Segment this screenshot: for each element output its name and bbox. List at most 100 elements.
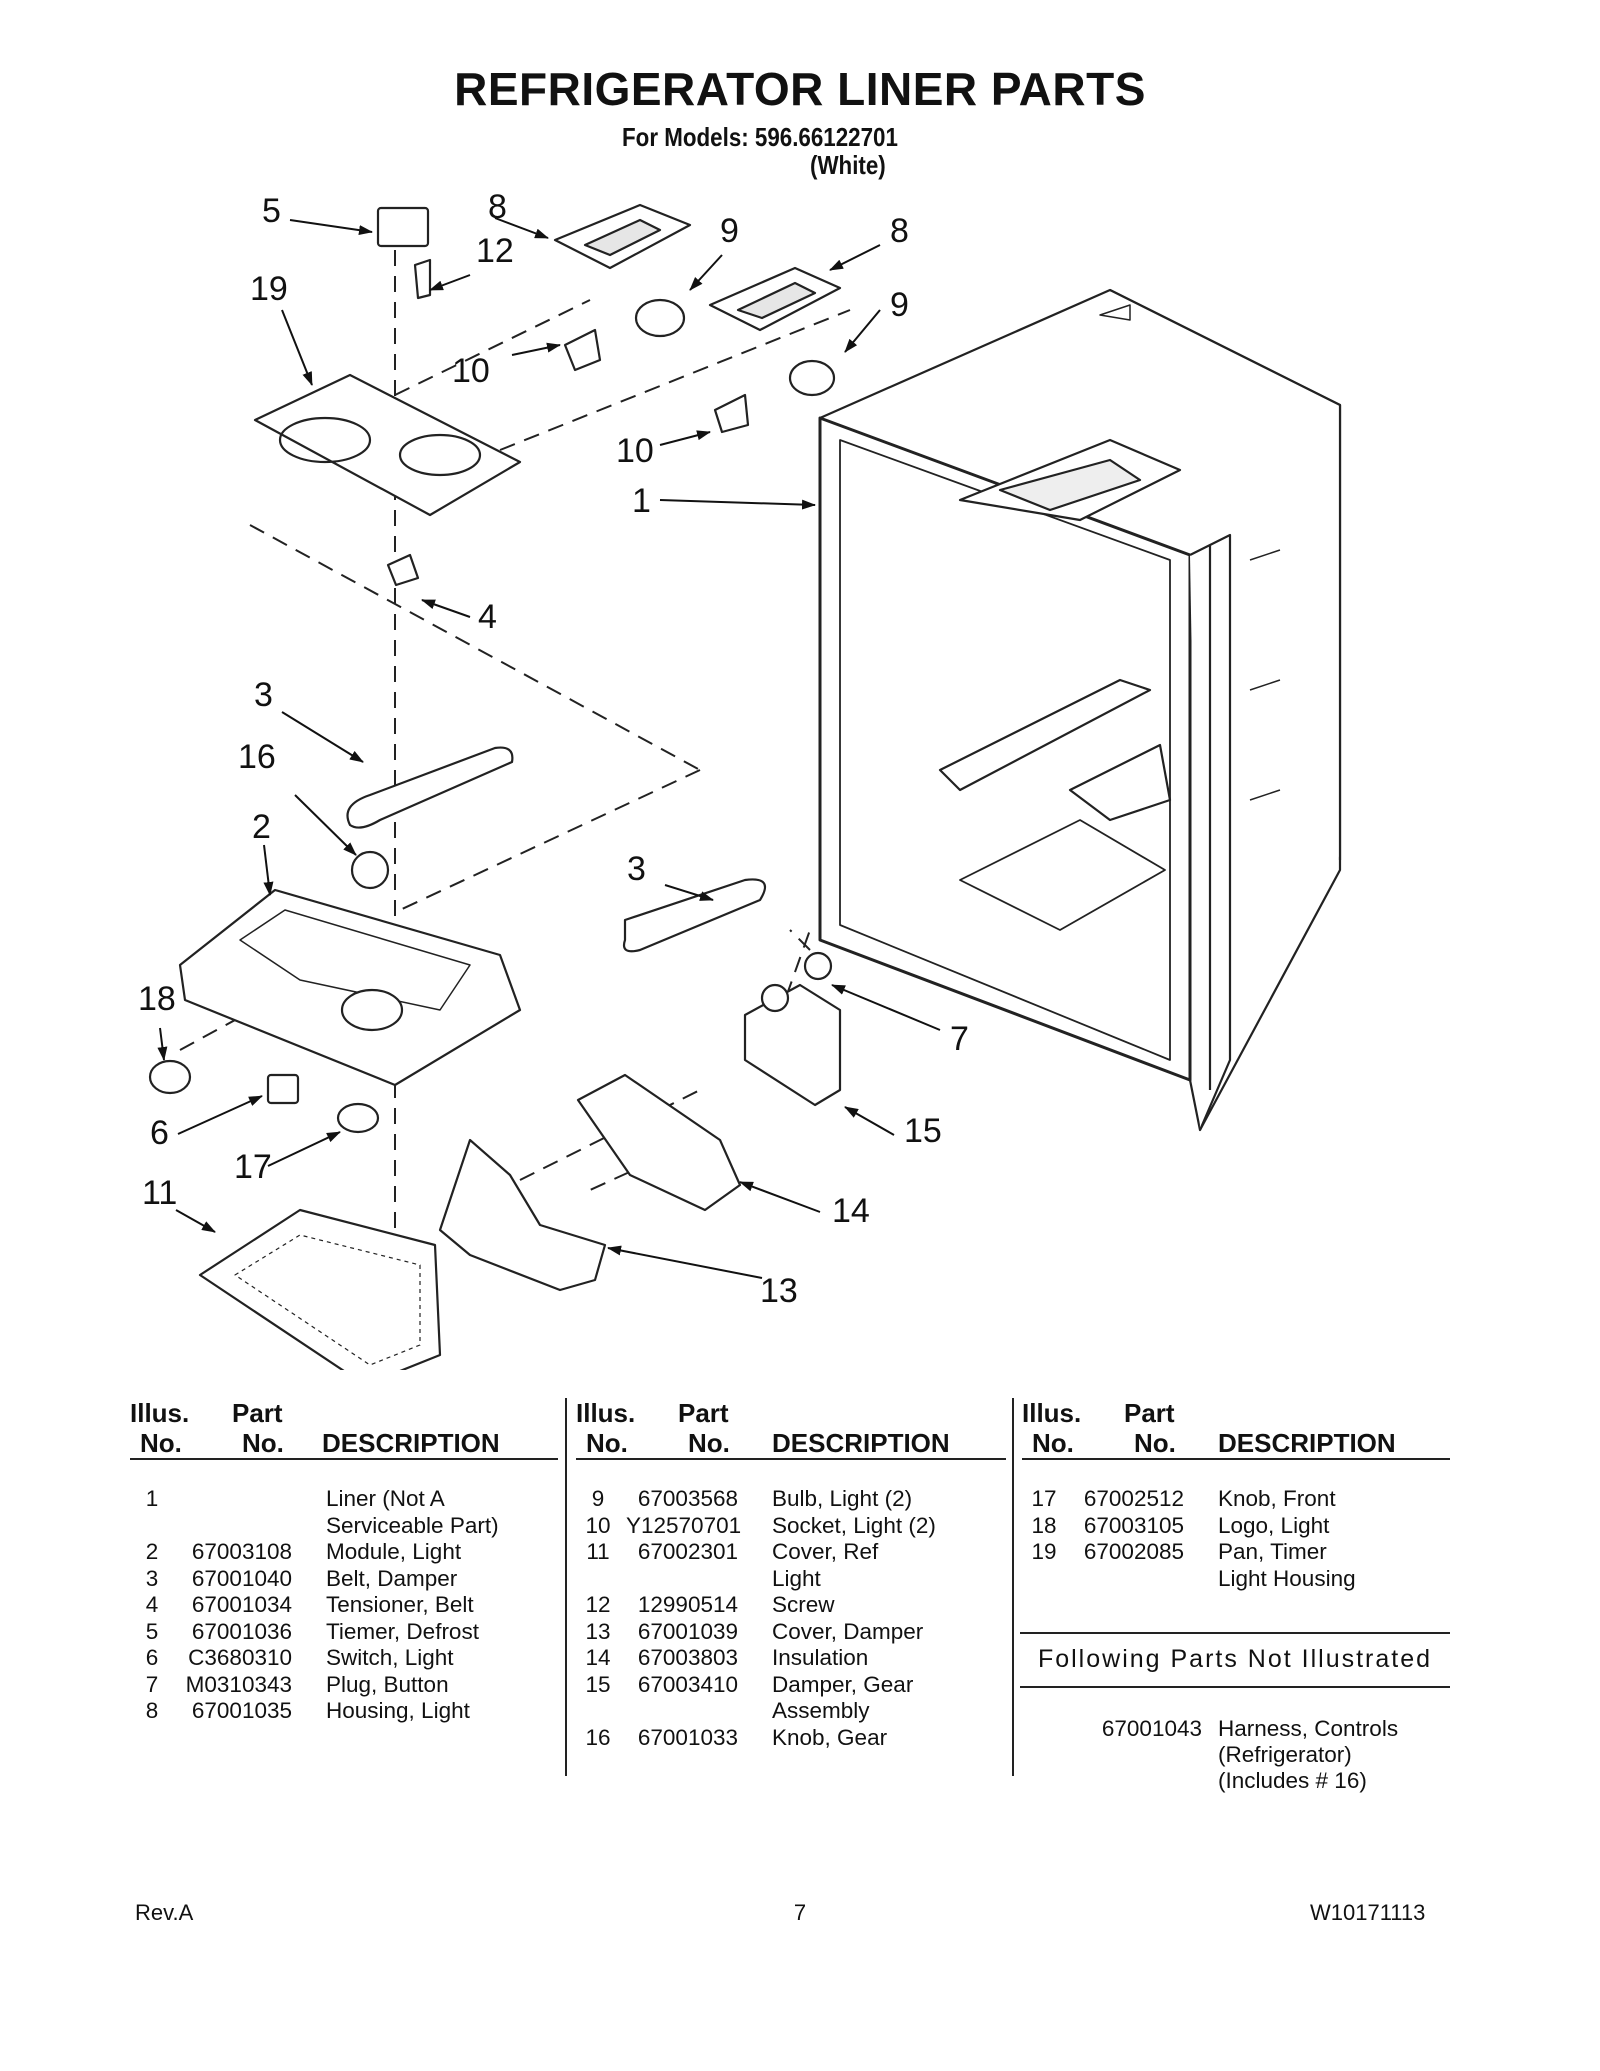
not-illustrated-part: 67001043 [1101,1716,1202,1741]
callout-9-right: 9 [890,286,909,324]
table-header: Illus. No. Part No. DESCRIPTION [130,1398,500,1458]
illus-number: 5 [145,1618,159,1644]
callout-3-upper: 3 [254,676,273,714]
part-number: M0310343 [185,1671,292,1697]
header-rule [576,1458,1006,1460]
not-illustrated-title: Following Parts Not Illustrated [1037,1645,1433,1673]
damper-gear-assembly [743,983,842,1107]
callout-10-left: 10 [452,352,490,390]
part-number: 67003105 [1083,1512,1184,1538]
callout-19: 19 [250,270,288,308]
part-description: Damper, Gear [772,1671,914,1697]
callout-11: 11 [142,1174,177,1212]
part-description: Assembly [772,1698,870,1723]
not-illustrated-rule-top [1020,1632,1450,1634]
light-switch [266,1073,300,1105]
callout-6: 6 [150,1114,169,1152]
part-description: Serviceable Part) [326,1512,499,1538]
illus-number: 14 [585,1645,611,1670]
illus-number: 17 [1031,1486,1057,1511]
column-divider [1012,1398,1014,1776]
table-row: 17 67002512 Knob, Front [1022,1486,1450,1513]
light-logo [148,1059,192,1095]
callout-2: 2 [252,808,271,846]
table-header: Illus. No. Part No. DESCRIPTION [576,1398,950,1458]
callout-4: 4 [478,598,497,636]
part-description: Housing, Light [326,1698,470,1723]
illus-number: 6 [145,1645,159,1670]
model-numbers: For Models: 596.66122701 [622,122,898,152]
part-description: Module, Light [326,1539,462,1564]
exploded-parts-diagram: 1 2 3 3 4 5 6 7 8 8 9 9 10 10 11 12 13 1… [138,188,1342,1370]
socket-right [713,393,750,434]
table-row: 12 12990514 Screw [576,1592,1006,1619]
callout-12: 12 [476,232,514,270]
part-description: Cover, Damper [772,1618,924,1644]
belt-tensioner [386,553,420,587]
callout-15: 15 [904,1112,942,1150]
callout-8-right: 8 [890,212,909,250]
not-illustrated-desc-1: Harness, Controls [1218,1716,1399,1741]
illus-number: 18 [1031,1512,1057,1538]
part-number: 12990514 [637,1592,738,1617]
part-number: 67002512 [1083,1486,1184,1511]
part-number: 67001035 [191,1698,292,1723]
part-number: 67002085 [1083,1539,1184,1564]
timer-pan [253,373,522,517]
illus-number: 11 [586,1539,610,1564]
part-number: 67003803 [637,1645,738,1670]
parts-table-3: Illus. No. Part No. DESCRIPTION 17 670025… [1022,1398,1450,1592]
document-number: W10171113 [1310,1900,1426,1925]
damper-cover [438,1138,607,1292]
illus-number: 1 [145,1486,159,1511]
illus-number: 12 [585,1592,611,1617]
page-number: 7 [793,1900,807,1925]
part-description: Screw [772,1592,835,1617]
table-row: 7 M0310343 Plug, Button [130,1672,558,1699]
column-divider [565,1398,567,1776]
part-description: Knob, Front [1218,1486,1336,1511]
socket-top [563,328,602,372]
illus-number: 10 [585,1512,611,1538]
callout-10-right: 10 [616,432,654,470]
table-header: Illus. No. Part No. DESCRIPTION [1022,1398,1396,1458]
callout-13: 13 [760,1272,798,1310]
part-description: Light Housing [1218,1565,1356,1591]
callout-18: 18 [138,980,176,1018]
illus-number: 7 [145,1671,159,1697]
not-illustrated-rule-bottom [1020,1686,1450,1688]
liner-cabinet [818,288,1342,1132]
bulb-right [788,359,836,397]
callout-7: 7 [950,1020,969,1058]
part-description: Knob, Gear [772,1724,888,1750]
part-number: 67001039 [637,1618,738,1644]
part-description: Plug, Button [326,1671,449,1697]
damper-belt-lower [622,878,767,953]
part-description: Tensioner, Belt [326,1592,474,1617]
part-description: Tiemer, Defrost [326,1618,479,1644]
revision: Rev.A [135,1900,194,1925]
callout-16: 16 [238,738,276,776]
defrost-timer [376,206,430,248]
model-color: (White) [810,150,886,180]
part-description: Pan, Timer [1218,1539,1327,1564]
part-number: Y12570701 [626,1512,742,1538]
plug-button [803,951,833,981]
page-title: REFRIGERATOR LINER PARTS [454,63,1146,115]
damper-belt-upper [346,746,514,829]
